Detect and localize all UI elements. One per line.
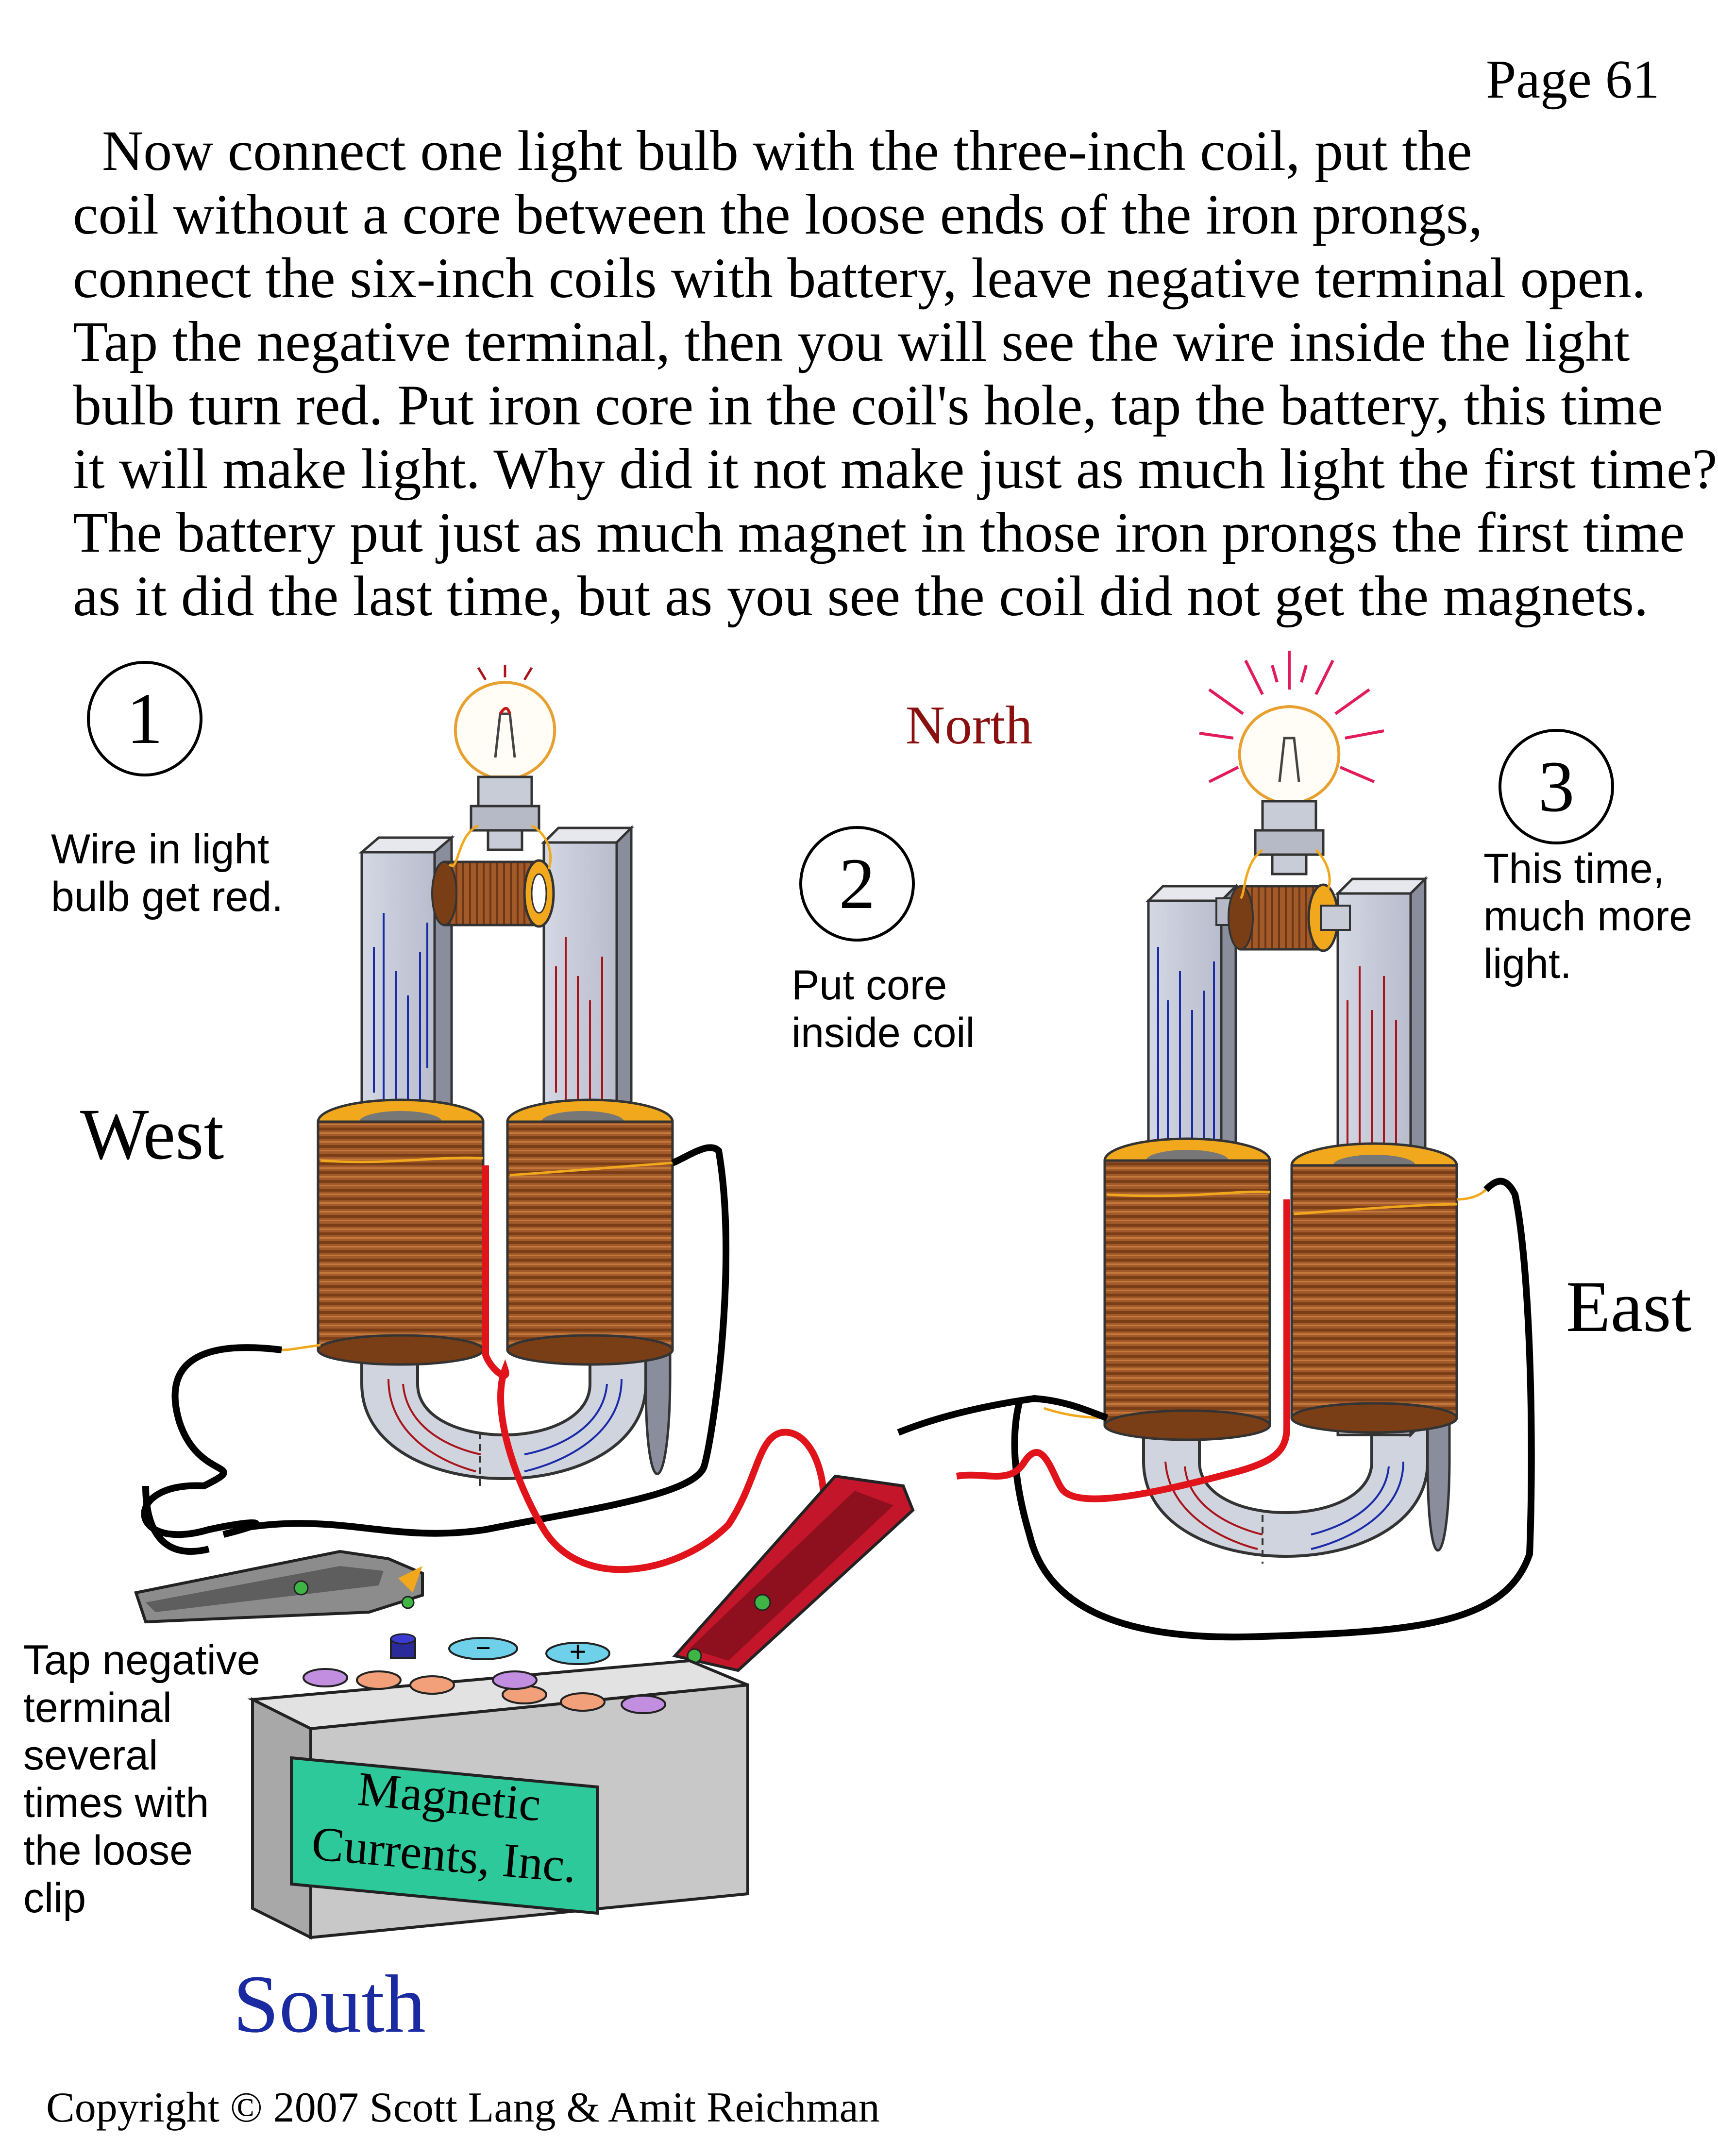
intro-line: The battery put just as much magnet in t… [73, 501, 1685, 564]
direction-north: North [906, 695, 1033, 756]
copyright-notice: Copyright © 2007 Scott Lang & Amit Reich… [46, 2084, 880, 2131]
left-coil-west [317, 1098, 485, 1366]
caption-line: Put core [792, 962, 947, 1009]
intro-line: connect the six-inch coils with battery,… [73, 246, 1646, 310]
left-electromagnet [281, 665, 674, 1486]
left-u-flux-red [387, 1379, 481, 1472]
step-circle [799, 826, 915, 942]
instruction-line: terminal [23, 1684, 172, 1731]
left-small-coil-no-core [431, 859, 555, 928]
step-3-marker: 3 [1498, 728, 1615, 845]
intro-line: bulb turn red. Put iron core in the coil… [73, 373, 1663, 437]
instruction-line: clip [23, 1875, 86, 1921]
direction-east: East [1566, 1266, 1692, 1347]
positive-terminal-plate [545, 1642, 610, 1665]
positive-clip-attached [672, 1474, 915, 1672]
tap-instruction: Tap negative terminal several times with… [23, 1636, 260, 1922]
step-1-number: 1 [126, 678, 163, 759]
left-coil-east [506, 1098, 674, 1366]
black-wire-left [141, 1344, 282, 1538]
intro-line: Tap the negative terminal, then you will… [73, 310, 1630, 373]
negative-terminal-plate [448, 1637, 518, 1660]
caption-line: inside coil [792, 1010, 975, 1056]
left-light-bulb [448, 665, 556, 870]
intro-line: coil without a core between the loose en… [73, 183, 1483, 246]
direction-west: West [80, 1094, 224, 1175]
intro-paragraph: Now connect one light bulb with the thre… [73, 119, 1718, 628]
intro-line: Now connect one light bulb with the thre… [102, 119, 1472, 183]
right-coil-west [1103, 1137, 1271, 1441]
step-2-marker: 2 [799, 825, 915, 942]
caption-line: Wire in light [51, 826, 269, 873]
step-circle [87, 661, 202, 776]
caption-line: This time, [1483, 845, 1665, 892]
red-wire-left [482, 1165, 827, 1573]
step-3-caption: This time, much more light. [1483, 845, 1692, 988]
step-1-marker: 1 [86, 660, 203, 777]
right-electromagnet [1044, 651, 1487, 1564]
instruction-line: several [23, 1732, 158, 1779]
right-small-coil-with-core [1215, 883, 1351, 952]
red-wire-right [956, 1199, 1290, 1502]
instruction-line: Tap negative [23, 1637, 260, 1684]
step-3-number: 3 [1538, 746, 1575, 827]
page-number: Page 61 [1486, 50, 1660, 110]
step-1-caption: Wire in light bulb get red. [51, 825, 283, 921]
intro-line: as it did the last time, but as you see … [73, 564, 1649, 628]
battery-label-panel [290, 1756, 599, 1915]
negative-terminal-symbol: − [475, 1634, 491, 1663]
caption-line: bulb get red. [51, 874, 284, 920]
wiring [141, 1144, 1535, 1641]
battery-brand: Magnetic Currents, Inc. [306, 1756, 588, 1896]
black-wire-bridge [897, 1395, 1109, 1436]
instruction-line: times with [23, 1780, 209, 1826]
direction-south: South [233, 1958, 426, 2050]
step-circle [1499, 729, 1614, 844]
left-u-flux-blue [524, 1379, 623, 1472]
caption-line: light. [1483, 941, 1572, 987]
instruction-line: the loose [23, 1827, 193, 1874]
right-light-bulb-lit [1199, 651, 1384, 899]
caption-line: much more [1483, 893, 1693, 940]
positive-terminal-symbol: + [569, 1635, 586, 1668]
right-coil-east [1290, 1142, 1458, 1434]
step-2-caption: Put core inside coil [792, 961, 975, 1057]
battery: − + [247, 1633, 749, 1940]
negative-clip-loose [134, 1550, 424, 1624]
step-2-number: 2 [839, 843, 876, 924]
intro-line: it will make light. Why did it not make … [73, 437, 1718, 501]
